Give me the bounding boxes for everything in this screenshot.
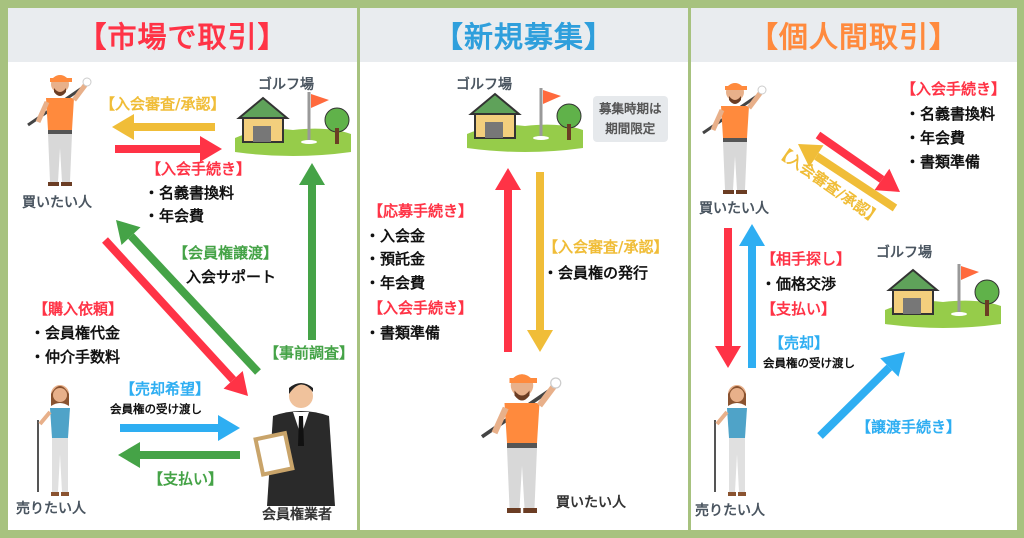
procedure-label: 【入会手続き】: [368, 299, 474, 317]
recruitment-period-note: 募集時期は 期間限定: [593, 96, 668, 142]
broker-label: 会員権業者: [262, 507, 332, 523]
purchase-item: ・会員権代金: [30, 324, 121, 342]
buyer-label: 買いたい人: [556, 495, 626, 511]
buyer-label: 買いたい人: [699, 201, 769, 217]
transfer-item: 入会サポート: [186, 268, 277, 286]
golf-course-illustration: [883, 262, 1003, 332]
apply-item: ・預託金: [365, 250, 426, 268]
seller-label: 売りたい人: [16, 501, 86, 517]
handover-label: 会員権の受け渡し: [763, 356, 855, 370]
apply-label: 【応募手続き】: [368, 202, 474, 220]
payment-label: 【支払い】: [148, 470, 224, 488]
survey-label: 【事前調査】: [264, 344, 355, 362]
transfer-procedure-label: 【譲渡手続き】: [856, 418, 962, 436]
broker-illustration: [253, 376, 343, 506]
panel-title: 【市場で取引】: [8, 8, 357, 62]
note-line: 募集時期は: [599, 101, 662, 116]
purchase-item: ・仲介手数料: [30, 348, 121, 366]
apply-item: ・入会金: [365, 227, 426, 245]
panel-title: 【個人間取引】: [691, 8, 1017, 62]
buyer-golfer-illustration: [695, 78, 775, 198]
panel-new-recruitment: 【新規募集】 ゴルフ場 募集時期は 期間限定 【応募手続き】 ・入会金 ・預託金…: [360, 8, 688, 530]
golf-course-label: ゴルフ場: [258, 77, 314, 93]
seller-woman-illustration: [705, 380, 765, 500]
golf-course-illustration: [465, 86, 585, 156]
seller-woman-illustration: [28, 380, 88, 500]
review-approval-label: 【入会審査/承認】: [771, 141, 885, 229]
golf-course-illustration: [233, 90, 353, 160]
review-item: ・会員権の発行: [543, 264, 649, 282]
search-item: ・価格交渉: [761, 275, 837, 293]
panel-private-trade: 【個人間取引】 買いたい人 【入会手続き】 ・名義書換料 ・年会費 ・書類準備 …: [691, 8, 1017, 530]
procedure-item: ・名義書換料: [905, 105, 996, 123]
handover-label: 会員権の受け渡し: [110, 402, 202, 416]
procedure-item: ・書類準備: [365, 324, 441, 342]
procedure-item: ・書類準備: [905, 153, 981, 171]
golf-course-label: ゴルフ場: [456, 77, 512, 93]
panel-market-trade: 【市場で取引】 買いたい人 ゴルフ場 【入会審査/承認】 【入会手続き】 ・名義…: [8, 8, 357, 530]
buyer-label: 買いたい人: [22, 195, 92, 211]
search-label: 【相手探し】: [761, 250, 852, 268]
purchase-request-label: 【購入依頼】: [33, 300, 124, 318]
sell-request-label: 【売却希望】: [120, 380, 211, 398]
payment-label: 【支払い】: [761, 300, 837, 318]
sale-label: 【売却】: [769, 334, 830, 352]
procedure-label: 【入会手続き】: [901, 80, 1007, 98]
seller-label: 売りたい人: [695, 503, 765, 519]
review-approval-label: 【入会審査/承認】: [100, 95, 226, 113]
panel-title: 【新規募集】: [360, 8, 688, 62]
buyer-golfer-illustration: [20, 70, 100, 190]
note-line: 期間限定: [605, 121, 656, 136]
procedure-item: ・年会費: [144, 207, 205, 225]
procedure-item: ・年会費: [905, 129, 966, 147]
procedure-label: 【入会手続き】: [146, 160, 252, 178]
transfer-label: 【会員権譲渡】: [173, 244, 279, 262]
procedure-item: ・名義書換料: [144, 184, 235, 202]
apply-item: ・年会費: [365, 274, 426, 292]
golf-course-label: ゴルフ場: [876, 245, 932, 261]
review-approval-label: 【入会審査/承認】: [543, 238, 669, 256]
